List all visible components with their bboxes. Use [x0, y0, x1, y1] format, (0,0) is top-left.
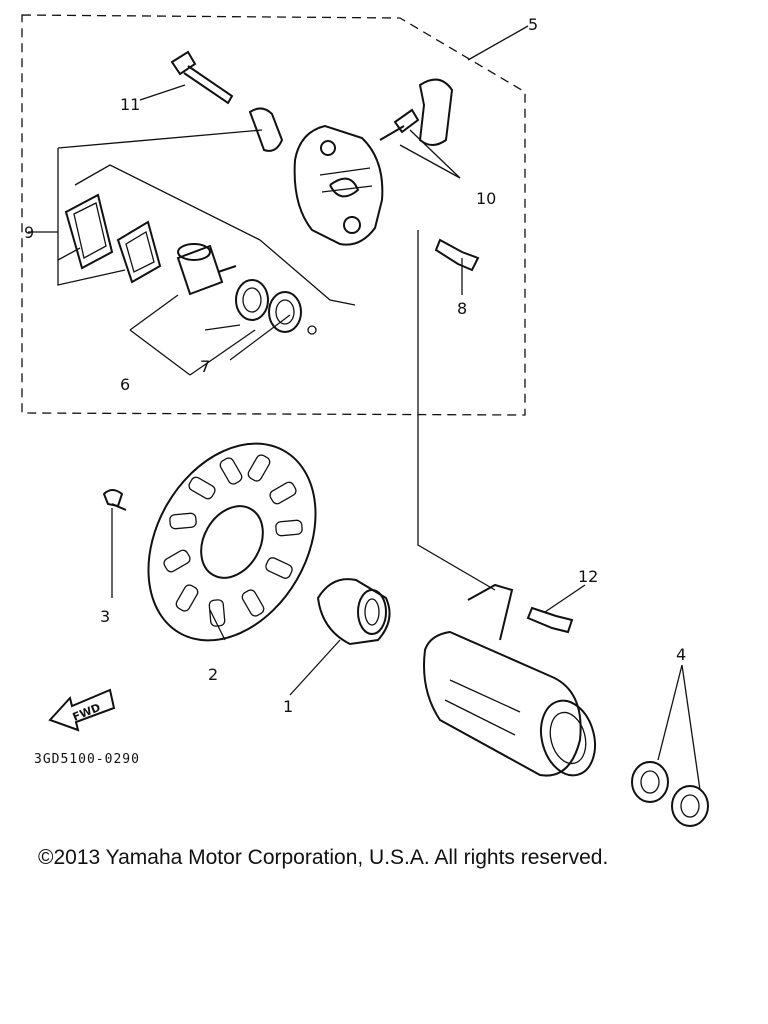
- hub-1: [316, 578, 391, 646]
- label-8: 8: [457, 299, 467, 318]
- seals-7: [235, 279, 317, 335]
- copyright-notice: ©2013 Yamaha Motor Corporation, U.S.A. A…: [38, 846, 609, 869]
- fwd-arrow-icon: FWD: [48, 688, 116, 732]
- assembly-boundary: [21, 14, 526, 416]
- bolt-12: [526, 606, 574, 634]
- label-3: 3: [100, 607, 110, 626]
- label-4: 4: [676, 645, 686, 664]
- bolt-8: [434, 238, 480, 272]
- pad-clip: [248, 107, 284, 152]
- brake-disc-2: [147, 442, 317, 642]
- part-labels: 5 11 9 10 8 7 6 12 3 4 2 1: [24, 15, 686, 716]
- label-2: 2: [208, 665, 218, 684]
- drawing-code: 3GD5100-0290: [34, 752, 140, 767]
- parts-diagram: FWD 5 11 9 10 8 7 6 12 3 4 2 1 3GD5100-0…: [21, 14, 709, 827]
- axle-housing: [423, 583, 596, 777]
- bolt-11: [170, 50, 234, 105]
- label-7: 7: [200, 357, 210, 376]
- nuts-4: [631, 761, 709, 827]
- piston-6: [176, 243, 237, 296]
- label-6: 6: [120, 375, 130, 394]
- label-1: 1: [283, 697, 293, 716]
- screw-3: [102, 489, 127, 511]
- label-10: 10: [476, 189, 496, 208]
- bracket-10: [379, 78, 454, 146]
- brake-pads-9: [64, 193, 162, 284]
- caliper-body: [293, 124, 384, 246]
- label-5: 5: [528, 15, 538, 34]
- label-9: 9: [24, 223, 34, 242]
- label-11: 11: [120, 95, 140, 114]
- label-12: 12: [578, 567, 598, 586]
- leader-lines: [28, 25, 701, 791]
